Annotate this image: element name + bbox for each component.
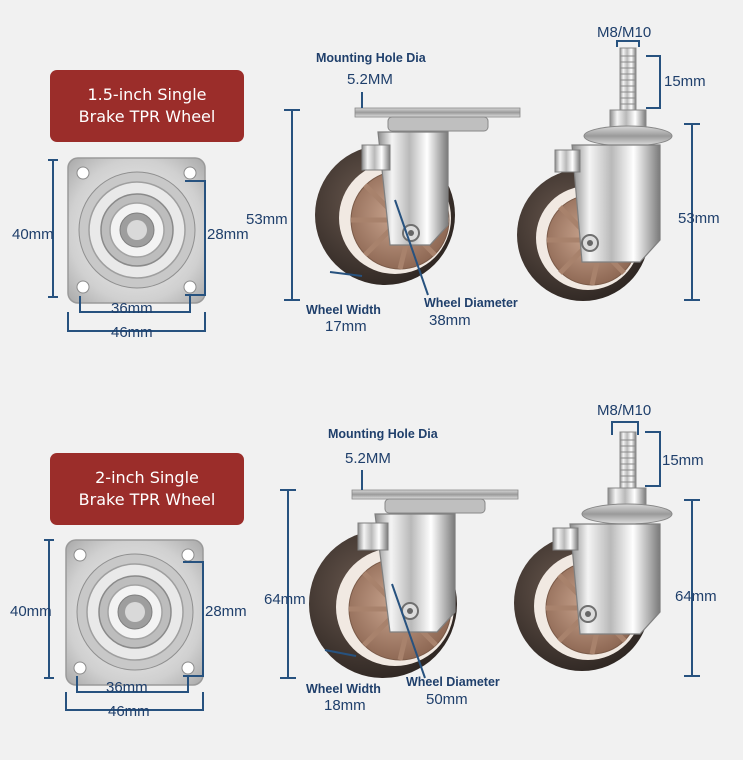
stem-caster-2 <box>514 431 673 671</box>
title-line-1: 2-inch Single <box>95 468 199 487</box>
wheel-width-label: Wheel Width <box>306 303 381 317</box>
plate-height-label: 40mm <box>10 603 52 620</box>
stem-height-label: 64mm <box>675 588 717 605</box>
wheel-diameter-label: Wheel Diameter <box>424 296 518 310</box>
plate-hole-horizontal-label: 36mm <box>111 300 153 317</box>
mounting-hole-label: Mounting Hole Dia <box>328 427 438 441</box>
side-caster-2 <box>309 489 519 678</box>
title-line-2: Brake TPR Wheel <box>78 490 216 509</box>
stem-caster-1 <box>517 47 673 301</box>
wheel-diameter-value: 50mm <box>426 691 468 708</box>
side-dimensions-1 <box>284 92 429 301</box>
title-badge-1: 1.5-inch Single Brake TPR Wheel <box>50 70 244 142</box>
title-line-2: Brake TPR Wheel <box>78 107 216 126</box>
title-badge-2: 2-inch Single Brake TPR Wheel <box>50 453 244 525</box>
section-1 <box>48 40 700 332</box>
plate-width-label: 46mm <box>111 324 153 341</box>
plate-dimensions-1 <box>48 159 206 332</box>
plate-hole-vertical-label: 28mm <box>207 226 249 243</box>
stem-height-label: 53mm <box>678 210 720 227</box>
wheel-diameter-value: 38mm <box>429 312 471 329</box>
section-2 <box>44 421 700 711</box>
top-plate-1 <box>67 157 206 304</box>
mounting-hole-value: 5.2MM <box>345 450 391 467</box>
thread-length-label: 15mm <box>662 452 704 469</box>
mounting-hole-label: Mounting Hole Dia <box>316 51 426 65</box>
plate-hole-vertical-label: 28mm <box>205 603 247 620</box>
thread-length-label: 15mm <box>664 73 706 90</box>
wheel-width-label: Wheel Width <box>306 682 381 696</box>
side-height-label: 53mm <box>246 211 288 228</box>
plate-height-label: 40mm <box>12 226 54 243</box>
side-caster-1 <box>315 107 521 285</box>
plate-dimensions-2 <box>44 539 204 711</box>
wheel-diameter-label: Wheel Diameter <box>406 675 500 689</box>
wheel-width-value: 17mm <box>325 318 367 335</box>
title-line-1: 1.5-inch Single <box>87 85 207 104</box>
stem-dimensions-2 <box>611 421 700 677</box>
side-dimensions-2 <box>280 470 426 679</box>
top-plate-2 <box>65 539 204 686</box>
wheel-width-value: 18mm <box>324 697 366 714</box>
thread-size-label: M8/M10 <box>597 402 652 419</box>
stem-dimensions-1 <box>616 40 700 301</box>
plate-hole-horizontal-label: 36mm <box>106 679 148 696</box>
mounting-hole-value: 5.2MM <box>347 71 393 88</box>
thread-size-label: M8/M10 <box>597 24 652 41</box>
plate-width-label: 46mm <box>108 703 150 720</box>
side-height-label: 64mm <box>264 591 306 608</box>
